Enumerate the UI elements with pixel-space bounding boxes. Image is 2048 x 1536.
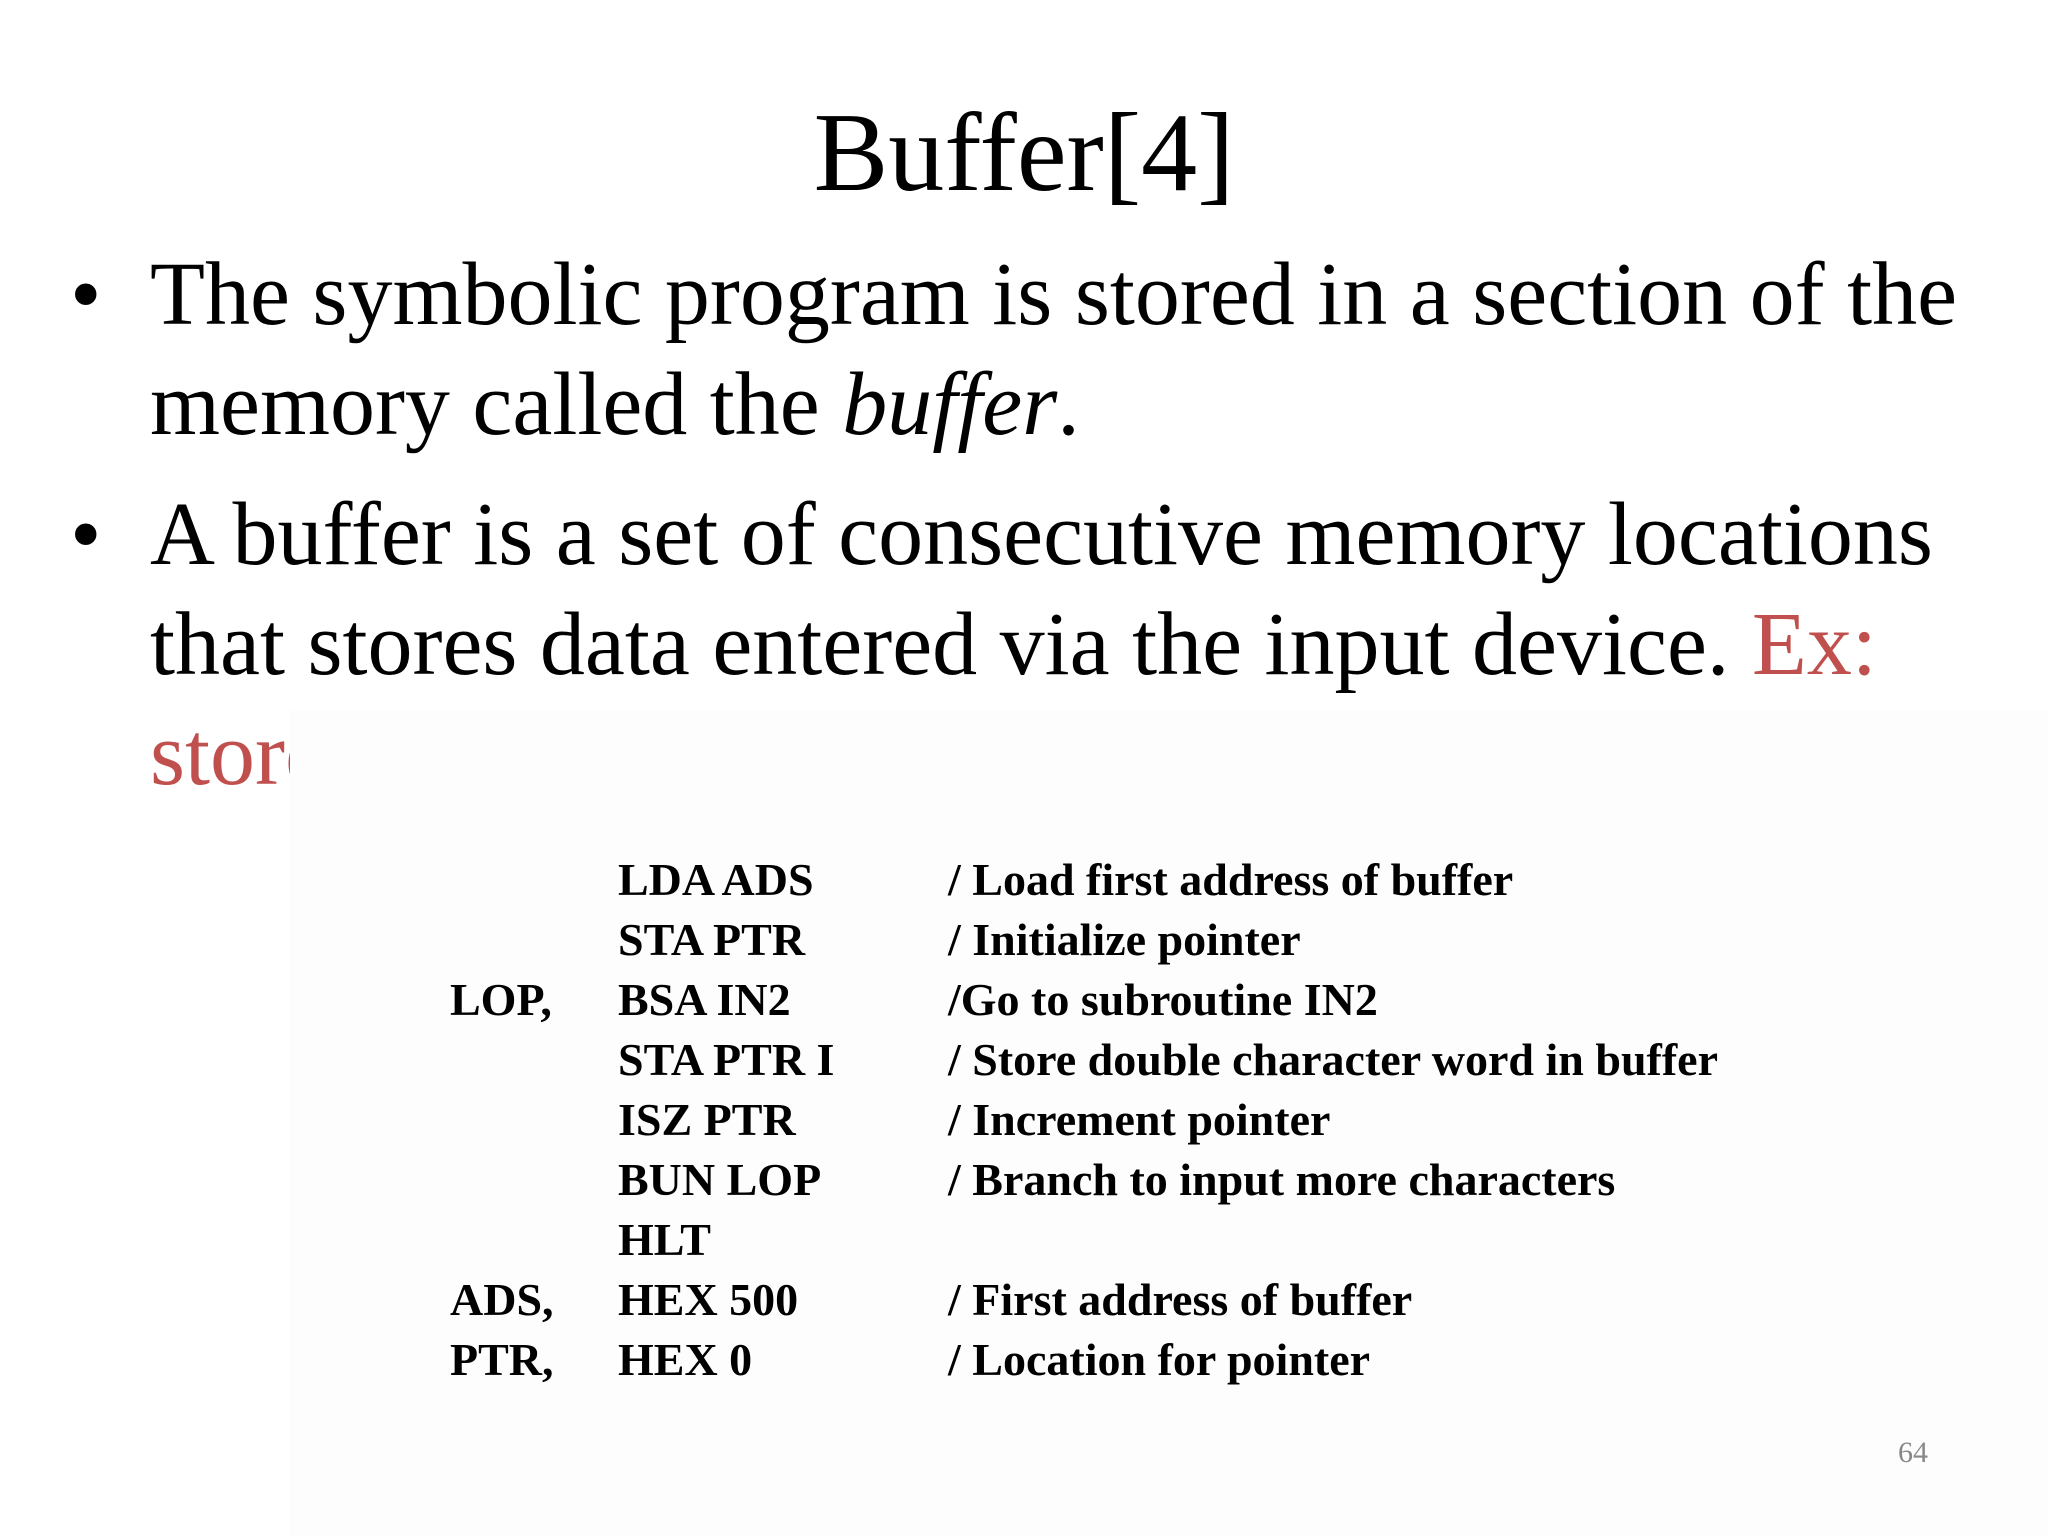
code-instruction: HEX 500	[618, 1274, 799, 1325]
bullet-dot-icon: •	[70, 245, 102, 344]
bullet-text: A buffer is a set of consecutive memory …	[150, 485, 1933, 694]
code-label	[450, 1030, 618, 1090]
code-label	[450, 910, 618, 970]
slide-title: Buffer[4]	[813, 91, 1235, 215]
bullet-item-buffer-definition: • The symbolic program is stored in a se…	[70, 240, 2010, 460]
code-comment: / Store double character word in buffer	[948, 1034, 1719, 1085]
code-instruction: BSA IN2	[618, 974, 791, 1025]
code-comment: / Load first address of buffer	[948, 854, 1514, 905]
code-comment: / Branch to input more characters	[948, 1154, 1616, 1205]
code-row: ISZ PTR / Increment pointer	[450, 1090, 1718, 1150]
code-instruction: ISZ PTR	[618, 1094, 796, 1145]
code-row: STA PTR I / Store double character word …	[450, 1030, 1718, 1090]
code-row: LDA ADS / Load first address of buffer	[450, 850, 1718, 910]
code-row: ADS, HEX 500 / First address of buffer	[450, 1270, 1718, 1330]
code-label	[450, 1150, 618, 1210]
bullet-text: The symbolic program is stored in a sect…	[150, 245, 1958, 454]
code-comment: /Go to subroutine IN2	[948, 974, 1378, 1025]
code-comment: / Initialize pointer	[948, 914, 1301, 965]
code-label	[450, 1090, 618, 1150]
code-instruction: BUN LOP	[618, 1154, 822, 1205]
code-instruction: STA PTR I	[618, 1034, 835, 1085]
code-comment: / First address of buffer	[948, 1274, 1413, 1325]
code-row: STA PTR / Initialize pointer	[450, 910, 1718, 970]
code-comment: / Location for pointer	[948, 1334, 1371, 1385]
code-label	[450, 1210, 618, 1270]
code-row: BUN LOP / Branch to input more character…	[450, 1150, 1718, 1210]
code-label: ADS,	[450, 1274, 554, 1325]
bullet-emphasis: buffer	[842, 355, 1058, 454]
code-row: PTR, HEX 0 / Location for pointer	[450, 1330, 1718, 1390]
code-label: LOP,	[450, 974, 552, 1025]
bullet-dot-icon: •	[70, 485, 102, 584]
code-row: LOP, BSA IN2 /Go to subroutine IN2	[450, 970, 1718, 1030]
code-label: PTR,	[450, 1334, 554, 1385]
code-instruction: HLT	[618, 1214, 711, 1265]
bullet-text-end: .	[1057, 355, 1080, 454]
code-instruction: STA PTR	[618, 914, 806, 965]
page-number: 64	[1898, 1436, 1928, 1469]
code-label	[450, 850, 618, 910]
code-instruction: LDA ADS	[618, 854, 814, 905]
code-row: HLT	[450, 1210, 1718, 1270]
assembly-code-listing: LDA ADS / Load first address of buffer S…	[450, 850, 1718, 1390]
code-instruction: HEX 0	[618, 1334, 753, 1385]
code-panel: LDA ADS / Load first address of buffer S…	[290, 710, 2048, 1536]
code-comment: / Increment pointer	[948, 1094, 1331, 1145]
